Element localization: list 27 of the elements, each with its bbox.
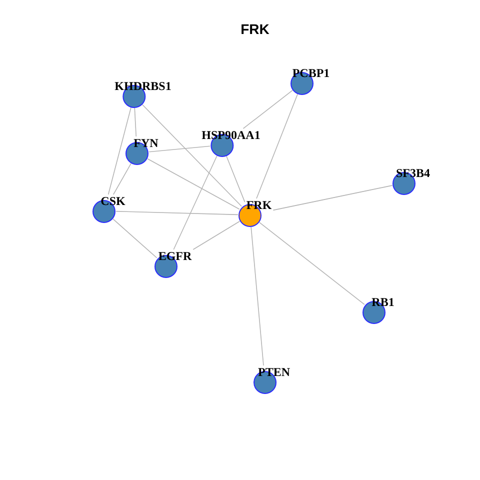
edge-line <box>242 90 293 129</box>
edge-line <box>112 218 158 258</box>
node-label: PCBP1 <box>292 66 330 80</box>
node-label: FYN <box>134 136 158 150</box>
edge-line <box>226 156 246 202</box>
chart-title: FRK <box>240 21 270 38</box>
edge-line <box>272 185 393 211</box>
edge-line <box>108 107 132 195</box>
node-label: RB1 <box>372 296 394 308</box>
edge-line <box>259 222 365 305</box>
edge-line <box>256 94 298 199</box>
node-label: FRK <box>246 198 272 212</box>
node-label: CSK <box>100 194 126 208</box>
node-label: EGFR <box>158 250 192 262</box>
edge-line <box>148 146 210 152</box>
edge-line <box>192 220 240 250</box>
edge-line <box>134 108 137 137</box>
node-label: HSP90AA1 <box>202 128 260 142</box>
node-label: KHDRBS1 <box>114 80 172 92</box>
edge-line <box>250 226 264 366</box>
node-label: SF3B4 <box>396 166 430 180</box>
edge-line <box>116 210 238 216</box>
edge-line <box>113 163 132 195</box>
edge-line <box>173 155 218 250</box>
edge-line <box>147 158 240 210</box>
node-label: PTEN <box>258 366 290 378</box>
edge-line <box>142 104 242 207</box>
